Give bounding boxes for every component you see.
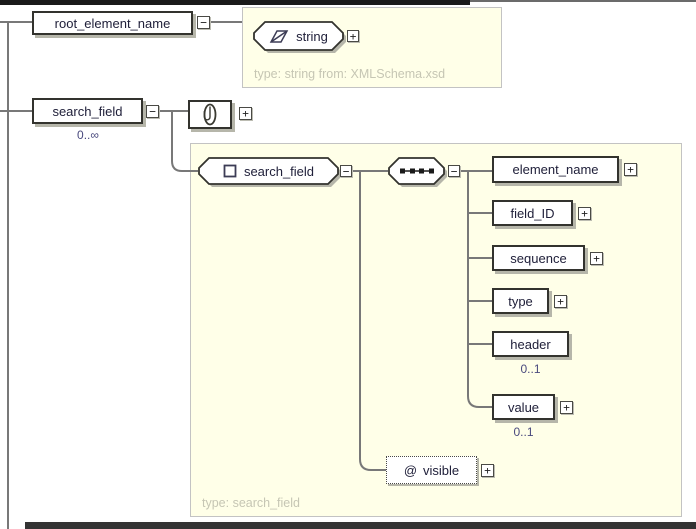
element-node-label: value bbox=[507, 399, 540, 415]
type-node-label: search_field bbox=[243, 163, 315, 179]
reference-node[interactable] bbox=[188, 100, 232, 129]
expand-glyph: + bbox=[581, 207, 588, 220]
expand-glyph: + bbox=[242, 107, 249, 120]
element-node-label: sequence bbox=[510, 250, 567, 266]
collapse-toggle[interactable]: − bbox=[146, 105, 159, 118]
complex-type-icon bbox=[223, 164, 237, 178]
expand-glyph: + bbox=[593, 252, 600, 265]
cardinality-label: 0..∞ bbox=[77, 128, 99, 142]
attribute-prefix-icon: @ bbox=[403, 462, 418, 478]
expand-glyph: + bbox=[627, 163, 634, 176]
element-node-element-name[interactable]: element_name bbox=[492, 156, 619, 183]
expand-toggle[interactable]: + bbox=[347, 30, 359, 42]
sequence-icon bbox=[399, 168, 434, 174]
element-node-label: search_field bbox=[52, 103, 123, 119]
collapse-glyph: − bbox=[342, 164, 350, 178]
element-node-header[interactable]: header bbox=[492, 331, 569, 357]
collapse-toggle[interactable]: − bbox=[197, 16, 210, 29]
type-annotation: type: string from: XMLSchema.xsd bbox=[254, 67, 446, 81]
expand-toggle[interactable]: + bbox=[481, 464, 494, 477]
element-node-search-field[interactable]: search_field bbox=[32, 98, 143, 124]
expand-toggle[interactable]: + bbox=[239, 107, 252, 120]
collapse-toggle[interactable]: − bbox=[340, 165, 352, 177]
element-node-type[interactable]: type bbox=[492, 288, 549, 314]
collapse-glyph: − bbox=[149, 105, 156, 118]
element-node-label: root_element_name bbox=[54, 15, 171, 31]
collapse-glyph: − bbox=[450, 164, 458, 178]
expand-glyph: + bbox=[349, 29, 357, 43]
expand-toggle[interactable]: + bbox=[578, 207, 591, 220]
simple-type-node-string[interactable]: string bbox=[253, 21, 346, 53]
sequence-compositor-node[interactable] bbox=[388, 157, 447, 187]
element-node-value[interactable]: value bbox=[492, 394, 555, 420]
type-node-label: string bbox=[296, 28, 328, 44]
expand-toggle[interactable]: + bbox=[590, 252, 603, 265]
simple-type-icon bbox=[269, 29, 289, 43]
expand-toggle[interactable]: + bbox=[624, 163, 637, 176]
top-edge-bar bbox=[0, 0, 470, 5]
expand-toggle[interactable]: + bbox=[560, 401, 573, 414]
collapse-toggle[interactable]: − bbox=[448, 165, 460, 177]
collapse-glyph: − bbox=[200, 16, 207, 29]
element-node-label: element_name bbox=[512, 162, 599, 177]
paperclip-icon bbox=[203, 103, 217, 126]
attribute-node-visible[interactable]: @ visible bbox=[386, 456, 477, 484]
element-node-label: type bbox=[508, 293, 533, 309]
element-node-sequence[interactable]: sequence bbox=[492, 245, 585, 271]
search-field-type-panel bbox=[190, 143, 682, 517]
element-node-label: header bbox=[510, 336, 551, 352]
horizontal-scrollbar-thumb[interactable] bbox=[25, 522, 696, 529]
element-node-root-element-name[interactable]: root_element_name bbox=[32, 11, 193, 35]
expand-toggle[interactable]: + bbox=[554, 295, 567, 308]
complex-type-node-search-field[interactable]: search_field bbox=[198, 157, 341, 187]
element-node-label: field_ID bbox=[510, 205, 555, 221]
cardinality-label: 0..1 bbox=[513, 425, 534, 439]
expand-glyph: + bbox=[557, 295, 564, 308]
attribute-node-label: visible bbox=[423, 462, 460, 478]
element-node-field-id[interactable]: field_ID bbox=[492, 200, 573, 226]
expand-glyph: + bbox=[563, 401, 570, 414]
type-annotation: type: search_field bbox=[202, 496, 300, 510]
expand-glyph: + bbox=[484, 464, 491, 477]
cardinality-label: 0..1 bbox=[520, 362, 541, 376]
